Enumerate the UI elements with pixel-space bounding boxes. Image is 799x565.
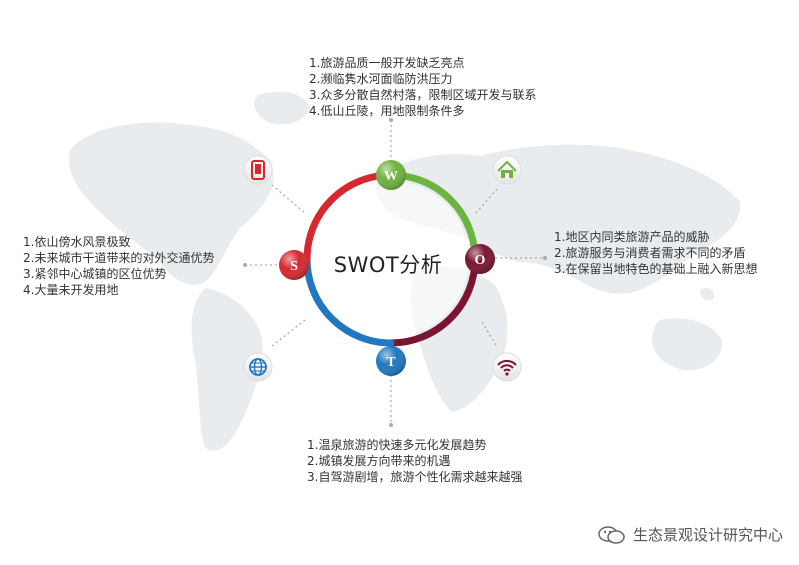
strength-item: 3.紧邻中心城镇的区位优势	[23, 267, 167, 281]
weakness-text-block: 1.旅游品质一般开发缺乏亮点 2.濒临隽水河面临防洪压力 3.众多分散自然村落，…	[309, 55, 536, 119]
weakness-item: 4.低山丘陵，用地限制条件多	[309, 104, 465, 118]
node-w-letter: W	[384, 169, 398, 184]
world-map-background	[69, 91, 741, 451]
strength-text-block: 1.依山傍水风景极致 2.未来城市干道带来的对外交通优势 3.紧邻中心城镇的区位…	[23, 234, 214, 298]
ring-arc-s-w	[303, 171, 395, 263]
threat-item: 2.城镇发展方向带来的机遇	[307, 454, 451, 468]
threat-item: 1.温泉旅游的快速多元化发展趋势	[307, 438, 487, 452]
ring-arc-t-s	[303, 255, 395, 347]
threat-item: 3.自驾游剧增，旅游个性化需求越来越强	[307, 470, 523, 484]
strength-item: 2.未来城市干道带来的对外交通优势	[23, 251, 215, 265]
weakness-item: 3.众多分散自然村落，限制区域开发与联系	[309, 88, 537, 102]
node-s: S	[279, 250, 309, 280]
center-title: SWOT分析	[333, 253, 443, 277]
ring-arc-o-t	[387, 255, 479, 347]
leader-dots	[243, 118, 547, 427]
threat-text-block: 1.温泉旅游的快速多元化发展趋势 2.城镇发展方向带来的机遇 3.自驾游剧增，旅…	[307, 437, 522, 485]
leader-lines	[245, 120, 545, 425]
node-o-letter: O	[475, 253, 486, 268]
swot-ring	[303, 171, 479, 347]
mobile-phone-icon	[243, 155, 273, 185]
opportunity-item: 2.旅游服务与消费者需求不同的矛盾	[554, 246, 746, 260]
node-w: W	[376, 160, 406, 190]
opportunity-item: 1.地区内同类旅游产品的威胁	[554, 230, 710, 244]
wechat-logo-icon	[598, 525, 625, 544]
weakness-item: 2.濒临隽水河面临防洪压力	[309, 72, 453, 86]
watermark: 生态景观设计研究中心	[597, 524, 783, 545]
node-t: T	[376, 346, 406, 376]
opportunity-text-block: 1.地区内同类旅游产品的威胁 2.旅游服务与消费者需求不同的矛盾 3.在保留当地…	[554, 229, 757, 277]
globe-icon	[243, 352, 273, 382]
wifi-icon	[492, 352, 522, 382]
opportunity-item: 3.在保留当地特色的基础上融入新思想	[554, 262, 758, 276]
watermark-text: 生态景观设计研究中心	[632, 526, 783, 544]
house-icon	[492, 155, 522, 185]
strength-item: 4.大量未开发用地	[23, 283, 119, 297]
strength-item: 1.依山傍水风景极致	[23, 235, 131, 249]
node-o: O	[465, 244, 495, 274]
weakness-item: 1.旅游品质一般开发缺乏亮点	[309, 56, 465, 70]
node-t-letter: T	[386, 355, 396, 370]
ring-inner-fill	[313, 181, 469, 337]
ring-arc-w-o	[387, 171, 479, 263]
node-s-letter: S	[290, 259, 298, 274]
